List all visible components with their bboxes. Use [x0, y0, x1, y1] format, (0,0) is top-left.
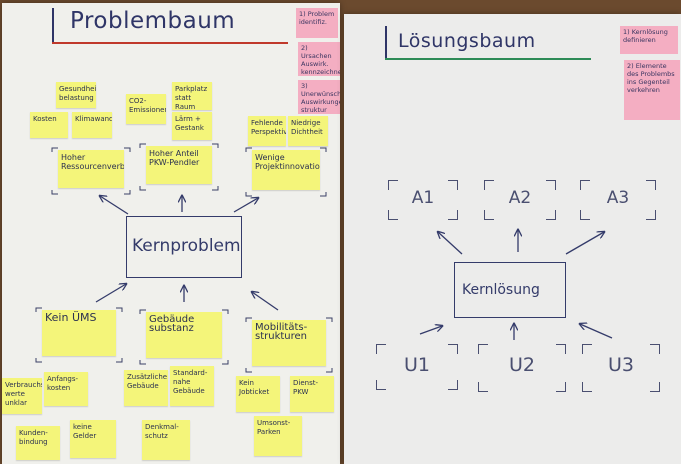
cause-note: Mobilitäts-strukturen	[252, 320, 326, 366]
effect-note: Lärm + Gestank	[172, 112, 212, 140]
solution-tree-title: Lösungsbaum	[398, 30, 536, 52]
measure-label: U1	[404, 354, 430, 376]
effect-note: CO2-Emissionen	[126, 94, 166, 124]
core-solution-label: Kernlösung	[462, 282, 540, 298]
effect-note: Fehlende Perspektive	[248, 116, 286, 146]
effect-note-mid: Hoher Anteil PKW-Pendler	[146, 146, 212, 184]
title-bracket	[52, 8, 54, 42]
root-cause-note: Dienst-PKW	[290, 376, 334, 412]
outcome-box-a2: A2	[484, 180, 556, 220]
root-cause-note: Denkmal-schutz	[142, 420, 190, 460]
root-cause-note: Anfangs-kosten	[44, 372, 88, 406]
title-bracket	[385, 26, 387, 58]
root-cause-note: Umsonst-Parken	[254, 416, 302, 456]
measure-label: U3	[608, 354, 634, 376]
core-problem-label: Kernproblem	[132, 236, 241, 256]
root-cause-note: Zusätzliche Gebäude	[124, 370, 168, 406]
instruction-note-1: 1) Kernlösung definieren	[620, 26, 678, 54]
measure-box-u2: U2	[478, 344, 566, 392]
effect-note: Klimawandel	[72, 112, 112, 138]
effect-note: Gesundheits-belastung	[56, 82, 96, 108]
measure-label: U2	[509, 354, 535, 376]
root-cause-note: keine Gelder	[70, 420, 116, 458]
problem-tree-title: Problembaum	[70, 8, 236, 34]
outcome-label: A2	[508, 188, 532, 208]
effect-note: Niedrige Dichtheit	[288, 116, 328, 146]
instruction-note-1: 1) Problem identifiz.	[296, 8, 338, 38]
core-problem-box	[126, 216, 242, 278]
outcome-label: A1	[411, 188, 435, 208]
root-cause-note: Standard-nahe Gebäude	[170, 366, 214, 406]
cause-note: Kein ÜMS	[42, 310, 116, 356]
effect-note-mid: Wenige Projektinnovation	[252, 150, 320, 190]
root-cause-note: Verbrauchs-werte unklar	[2, 378, 42, 414]
root-cause-note: Kunden-bindung	[16, 426, 60, 460]
title-underline	[52, 42, 288, 44]
instruction-note-2: 2) Ursachen Auswirk. kennzeichnen	[298, 42, 340, 76]
outcome-box-a1: A1	[388, 180, 458, 220]
title-underline	[385, 58, 591, 60]
instruction-note-3: 3) Unerwünschte Auswirkungen struktur	[298, 80, 340, 114]
effect-note-mid: Hoher Ressourcenverbrauch	[58, 150, 124, 188]
measure-box-u1: U1	[376, 344, 458, 390]
outcome-box-a3: A3	[580, 180, 656, 220]
root-cause-note: Kein Jobticket	[236, 376, 280, 412]
effect-note: Parkplatz statt Raum	[172, 82, 212, 110]
cause-note: Gebäude substanz	[146, 312, 222, 358]
core-solution-box	[454, 262, 566, 318]
effect-note: Kosten	[30, 112, 68, 138]
measure-box-u3: U3	[582, 344, 660, 392]
instruction-note-2: 2) Elemente des Problembs ins Gegenteil …	[624, 60, 680, 120]
outcome-label: A3	[606, 188, 630, 208]
